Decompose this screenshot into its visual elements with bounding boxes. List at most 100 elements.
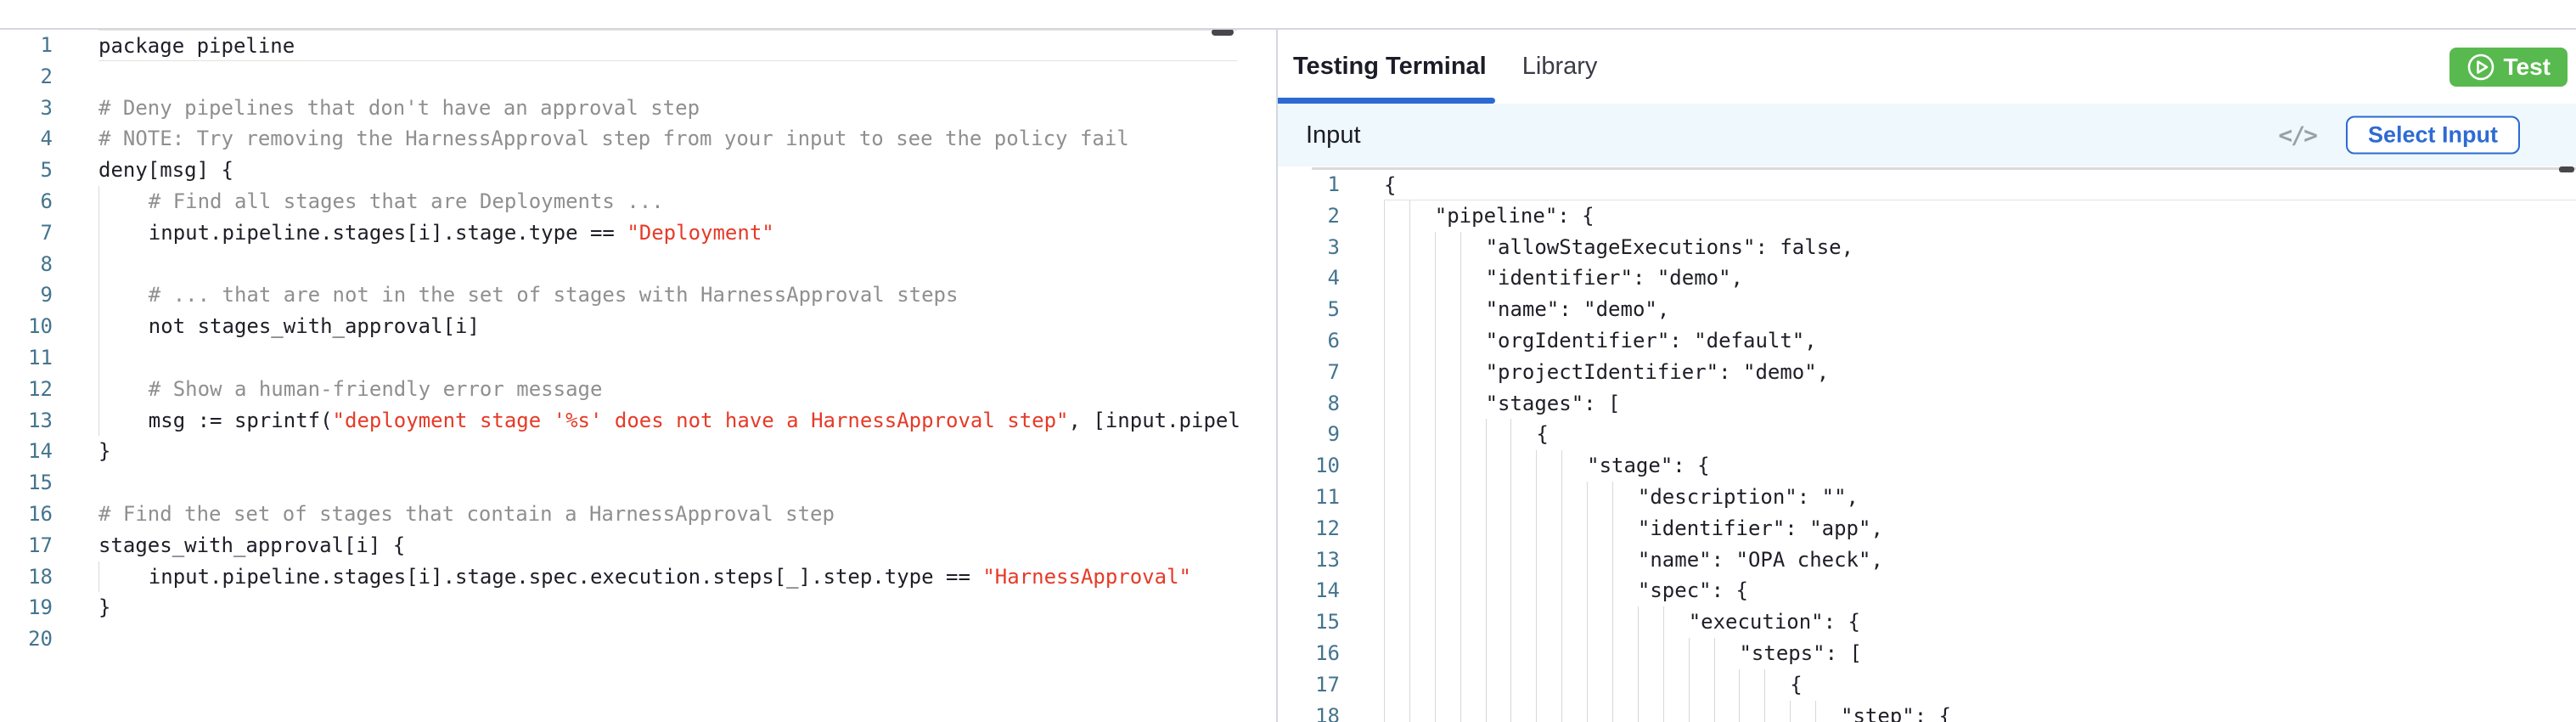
- indent-guide: [1409, 294, 1435, 325]
- indent-guide: [1587, 701, 1612, 722]
- indent-guide: [1460, 262, 1486, 294]
- code-token-code: "pipeline": {: [1435, 200, 1595, 232]
- line-number: 18: [1278, 701, 1340, 722]
- line-number: 10: [0, 311, 53, 342]
- indent-guide: [1764, 669, 1790, 701]
- line-number: 16: [1278, 638, 1340, 669]
- indent-guide: [98, 217, 149, 249]
- indent-guide: [1460, 544, 1486, 576]
- code-token-comment: # ... that are not in the set of stages …: [149, 279, 959, 311]
- indent-guide: [1536, 638, 1561, 669]
- active-tab-underline: [1278, 98, 1495, 104]
- input-panel-title: Input: [1306, 121, 1361, 149]
- line-number: 11: [1278, 482, 1340, 513]
- policy-editor-scrollbar-thumb[interactable]: [1212, 30, 1234, 36]
- indent-guide: [1460, 701, 1486, 722]
- code-token-code: "spec": {: [1638, 575, 1748, 606]
- code-token-code: "stage": {: [1587, 450, 1710, 482]
- line-number: 3: [0, 93, 53, 124]
- indent-guide: [1460, 294, 1486, 325]
- indent-guide: [1815, 701, 1841, 722]
- indent-guide: [1384, 232, 1409, 263]
- tab-bar: Testing Terminal Library Test: [1278, 30, 2576, 104]
- code-token-comment: # Show a human-friendly error message: [149, 374, 603, 405]
- indent-guide: [1510, 482, 1536, 513]
- json-editor-scrollbar-track[interactable]: [1312, 167, 2576, 170]
- test-button[interactable]: Test: [2449, 48, 2568, 87]
- indent-guide: [1435, 482, 1460, 513]
- policy-code-lines: 1package pipeline23# Deny pipelines that…: [0, 30, 1276, 655]
- line-number: 15: [1278, 606, 1340, 638]
- indent-guide: [1486, 419, 1511, 450]
- code-token-code: "projectIdentifier": "demo",: [1486, 357, 1830, 388]
- code-token-code: }: [98, 436, 110, 467]
- input-panel-header: Input </> Select Input: [1278, 104, 2576, 166]
- code-token-code: {: [1384, 170, 1396, 200]
- line-number: 14: [0, 436, 53, 467]
- policy-code-line: 9 # ... that are not in the set of stages…: [0, 279, 1276, 311]
- line-number: 14: [1278, 575, 1340, 606]
- indent-guide: [1409, 262, 1435, 294]
- indent-guide: [1486, 513, 1511, 544]
- indent-guide: [1638, 606, 1663, 638]
- policy-code-line: 6# Find all stages that are Deployments …: [0, 186, 1276, 217]
- indent-guide: [1739, 669, 1764, 701]
- indent-guide: [98, 249, 149, 280]
- line-number: 6: [0, 186, 53, 217]
- line-number: 7: [0, 217, 53, 249]
- indent-guide: [1435, 575, 1460, 606]
- indent-guide: [1561, 638, 1587, 669]
- indent-guide: [1460, 357, 1486, 388]
- indent-guide: [1638, 638, 1663, 669]
- indent-guide: [1435, 638, 1460, 669]
- indent-guide: [1460, 575, 1486, 606]
- policy-code-line: 14}: [0, 436, 1276, 467]
- indent-guide: [1587, 482, 1612, 513]
- indent-guide: [1739, 701, 1764, 722]
- indent-guide: [1460, 450, 1486, 482]
- tab-library[interactable]: Library: [1522, 53, 1598, 81]
- code-token-code: input.pipeline.stages[i].stage.spec.exec…: [149, 561, 983, 593]
- code-view-icon[interactable]: </>: [2278, 121, 2316, 149]
- code-token-code: "identifier": "demo",: [1486, 262, 1743, 294]
- indent-guide: [1384, 200, 1409, 232]
- code-token-code: "description": "",: [1638, 482, 1859, 513]
- line-number: 9: [0, 279, 53, 311]
- line-number: 7: [1278, 357, 1340, 388]
- policy-code-line: 4# NOTE: Try removing the HarnessApprova…: [0, 123, 1276, 155]
- policy-code-editor[interactable]: 1package pipeline23# Deny pipelines that…: [0, 30, 1276, 722]
- input-json-line: 17{: [1278, 669, 2576, 701]
- line-number: 19: [0, 592, 53, 623]
- line-number: 4: [0, 123, 53, 155]
- line-number: 2: [0, 61, 53, 93]
- indent-guide: [1486, 701, 1511, 722]
- indent-guide: [1714, 669, 1740, 701]
- code-token-code: deny[msg] {: [98, 155, 233, 186]
- indent-guide: [1714, 638, 1740, 669]
- select-input-button[interactable]: Select Input: [2346, 116, 2520, 155]
- indent-guide: [1587, 544, 1612, 576]
- indent-guide: [98, 374, 149, 405]
- indent-guide: [1561, 701, 1587, 722]
- indent-guide: [1384, 325, 1409, 357]
- tab-testing-terminal[interactable]: Testing Terminal: [1293, 53, 1487, 81]
- input-json-line: 3"allowStageExecutions": false,: [1278, 232, 2576, 263]
- indent-guide: [1612, 701, 1638, 722]
- input-json-editor[interactable]: 1{2"pipeline": {3"allowStageExecutions":…: [1278, 166, 2576, 722]
- json-editor-scrollbar-thumb[interactable]: [2559, 166, 2574, 172]
- indent-guide: [98, 561, 149, 593]
- indent-guide: [1612, 669, 1638, 701]
- indent-guide: [1486, 606, 1511, 638]
- indent-guide: [1510, 450, 1536, 482]
- indent-guide: [1435, 513, 1460, 544]
- code-token-code: not stages_with_approval[i]: [149, 311, 480, 342]
- line-number: 2: [1278, 200, 1340, 232]
- indent-guide: [1612, 544, 1638, 576]
- indent-guide: [1510, 638, 1536, 669]
- indent-guide: [1790, 701, 1815, 722]
- indent-guide: [1409, 606, 1435, 638]
- input-json-line: 7 "projectIdentifier": "demo",: [1278, 357, 2576, 388]
- indent-guide: [1384, 544, 1409, 576]
- code-token-code: {: [1790, 669, 1802, 701]
- line-number: 8: [1278, 388, 1340, 420]
